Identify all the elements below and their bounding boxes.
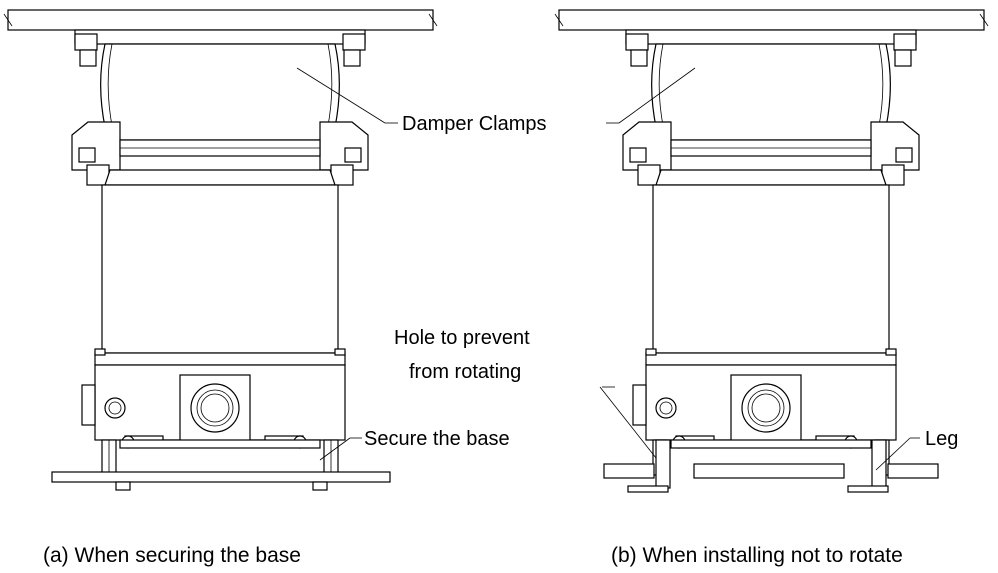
- floor-segment-b2: [693, 463, 845, 479]
- foot-b-left: [627, 485, 669, 493]
- caption-b: (b) When installing not to rotate: [611, 544, 903, 567]
- label-hole-line1: Hole to prevent: [394, 327, 530, 349]
- bolt-a-right: [312, 481, 328, 491]
- label-hole-line2: from rotating: [409, 361, 521, 383]
- caption-a: (a) When securing the base: [43, 544, 301, 567]
- label-damper-clamps: Damper Clamps: [402, 113, 546, 135]
- label-secure-base: Secure the base: [364, 428, 510, 450]
- leg-b-left: [655, 439, 671, 489]
- leg-b-right: [871, 439, 887, 489]
- floor-segment-b3: [887, 463, 939, 479]
- label-leg: Leg: [925, 428, 958, 450]
- unit-a-drawing: [3, 9, 438, 476]
- base-plate-a: [51, 471, 391, 483]
- unit-b-drawing: [554, 9, 989, 476]
- bolt-a-left: [115, 481, 131, 491]
- foot-b-right: [847, 485, 889, 493]
- floor-segment-b1: [603, 463, 655, 479]
- leader-lines: [296, 67, 920, 471]
